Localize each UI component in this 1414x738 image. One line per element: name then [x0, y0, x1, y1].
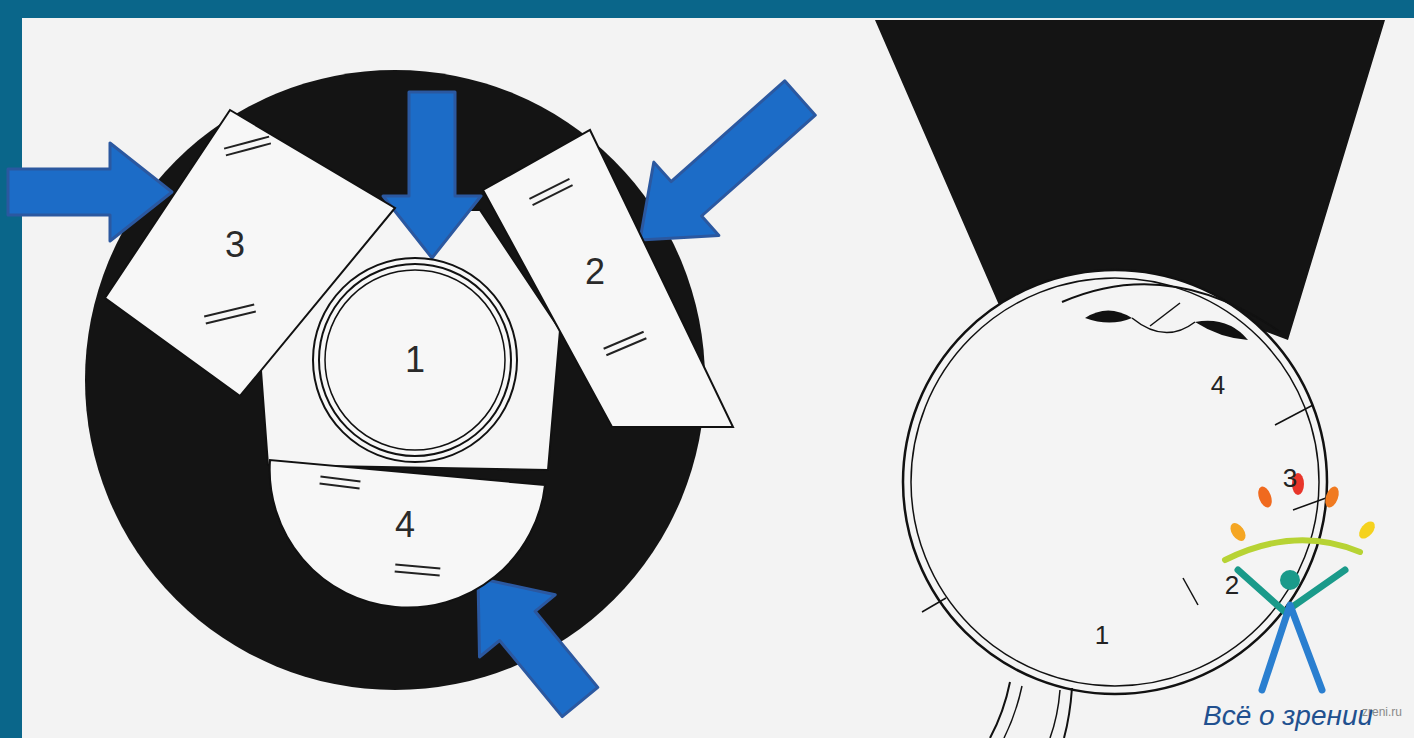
- zone-number: 3: [1283, 465, 1297, 491]
- central-lens: 1: [312, 257, 518, 463]
- glass-hatch: [204, 305, 254, 317]
- logo-arc: [1225, 540, 1360, 560]
- logo-dot: [1323, 485, 1342, 510]
- bottom-mirror: 4: [265, 455, 550, 615]
- pointer-arrow: [8, 143, 172, 241]
- zone-number: 1: [1095, 622, 1109, 648]
- lens: [1132, 318, 1195, 333]
- glass-plate: [270, 460, 545, 608]
- iris-right: [1195, 321, 1248, 340]
- pointer-arrow: [478, 578, 598, 717]
- zone-number: 2: [1225, 572, 1239, 598]
- glass-hatch: [606, 338, 646, 355]
- glass-hatch: [320, 477, 360, 482]
- glass-hatch: [226, 143, 271, 155]
- glass-hatch: [206, 311, 256, 323]
- pointer-arrow: [383, 92, 481, 258]
- zone-divider: [1275, 405, 1313, 425]
- logo-dot: [1227, 520, 1248, 543]
- zone-number: 4: [1211, 372, 1225, 398]
- mirror-plate: 2: [483, 130, 733, 427]
- optic-nerve: [990, 682, 1010, 738]
- logo: [1225, 473, 1378, 690]
- watermark-logo: Всё о зрении: [1203, 702, 1373, 730]
- leader-line: [1150, 303, 1180, 326]
- glass-hatch: [604, 332, 644, 349]
- optic-nerve: [1004, 686, 1022, 738]
- zone-divider: [1293, 498, 1326, 510]
- glass-hatch: [224, 137, 269, 149]
- cornea: [1062, 284, 1280, 332]
- iris-left: [1085, 311, 1132, 323]
- lens-rim: [319, 264, 511, 456]
- lens-rim: [313, 258, 517, 462]
- logo-dot: [1356, 518, 1378, 541]
- glass-hatch: [395, 565, 440, 569]
- glass-plate: [483, 130, 733, 427]
- optic-nerve: [1064, 688, 1072, 738]
- logo-head: [1280, 570, 1300, 590]
- glass-hatch: [395, 571, 440, 575]
- glass-hatch: [320, 483, 360, 488]
- callout-number: 1: [405, 342, 425, 378]
- callout-number: 4: [395, 507, 415, 543]
- paper-background: [22, 18, 1414, 738]
- callout-number: 3: [225, 227, 245, 263]
- eyeball-outline: [903, 270, 1327, 694]
- logo-dot: [1256, 485, 1275, 510]
- zone-divider: [922, 598, 946, 612]
- optic-nerve: [1050, 690, 1060, 738]
- glass-hatch: [529, 179, 569, 199]
- pointer-arrow: [640, 81, 815, 240]
- lens-rim: [325, 270, 505, 450]
- arrow-group: [8, 81, 815, 717]
- mirror-plate-shape: [483, 130, 733, 427]
- callout-number: 2: [585, 254, 605, 290]
- logo-legs: [1262, 605, 1322, 690]
- retina-line: [911, 278, 1319, 686]
- zone-divider: [1183, 578, 1198, 605]
